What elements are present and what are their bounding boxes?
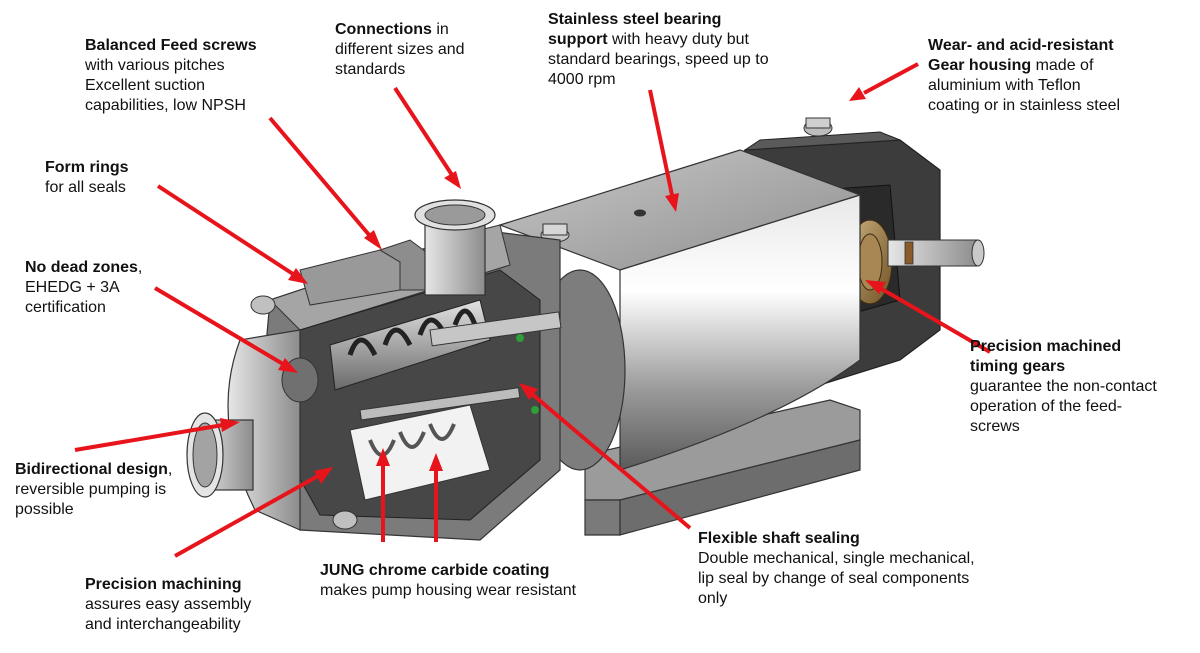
label-balanced-feed-screws: Balanced Feed screws with various pitche… (85, 36, 257, 116)
label-line: operation of the feed- (970, 398, 1123, 415)
label-no-dead-zones: No dead zones, EHEDG + 3A certification (25, 258, 142, 318)
arrow-jung-coating-1 (376, 448, 390, 542)
label-title: JUNG chrome carbide coating (320, 562, 550, 579)
label-jung-coating: JUNG chrome carbide coating makes pump h… (320, 561, 576, 601)
label-title: Flexible shaft sealing (698, 530, 860, 547)
label-line: assures easy assembly (85, 596, 252, 613)
label-title: Wear- and acid-resistant (928, 37, 1114, 54)
label-line: standards (335, 61, 406, 78)
label-title: No dead zones (25, 259, 138, 276)
arrow-balanced-screws (268, 116, 382, 250)
label-title: Form rings (45, 159, 129, 176)
label-line: EHEDG + 3A (25, 279, 120, 296)
label-line: only (698, 590, 728, 607)
label-title: Bidirectional design (15, 461, 168, 478)
label-line: certification (25, 299, 106, 316)
arrow-shaft-sealing (519, 383, 692, 530)
label-title-suffix: with heavy duty but (607, 31, 749, 48)
label-bidirectional: Bidirectional design, reversible pumping… (15, 460, 172, 520)
connection-port (414, 199, 496, 296)
label-line: standard bearings, speed up to (548, 51, 769, 68)
label-title: Gear housing (928, 57, 1032, 74)
label-gear-housing: Wear- and acid-resistant Gear housing ma… (928, 36, 1120, 116)
label-flexible-shaft-sealing: Flexible shaft sealing Double mechanical… (698, 529, 975, 609)
label-title-suffix: , (137, 259, 143, 276)
label-precision-machining: Precision machining assures easy assembl… (85, 575, 251, 635)
label-title-suffix: , (167, 461, 173, 478)
label-line: guarantee the non-contact (970, 378, 1157, 395)
arrow-connections (393, 86, 461, 189)
arrow-bearing-support (648, 89, 679, 212)
label-line: with various pitches (85, 57, 225, 74)
label-line: possible (15, 501, 74, 518)
label-line: reversible pumping is (15, 481, 167, 498)
feed-screw-upper (329, 299, 491, 391)
label-title: Stainless steel bearing (548, 11, 722, 28)
label-title: Precision machining (85, 576, 242, 593)
label-line: aluminium with Teflon (928, 77, 1081, 94)
label-title-suffix: in (431, 21, 449, 38)
label-title: Balanced Feed screws (85, 37, 257, 54)
label-timing-gears: Precision machined timing gears guarante… (970, 337, 1157, 437)
arrow-form-rings (156, 184, 308, 284)
label-bearing-support: Stainless steel bearing support with hea… (548, 10, 769, 90)
arrow-jung-coating-2 (429, 453, 443, 542)
arrow-dead-zones (153, 286, 298, 373)
label-line: coating or in stainless steel (928, 97, 1121, 114)
label-title: timing gears (970, 358, 1066, 375)
label-line: Double mechanical, single mechanical, (698, 550, 975, 567)
label-title: support (548, 31, 608, 48)
label-line: screws (970, 418, 1020, 435)
label-line: and interchangeability (85, 616, 241, 633)
label-line: capabilities, low NPSH (85, 97, 246, 114)
arrow-timing-gears (865, 280, 992, 354)
base-bracket (584, 399, 861, 536)
inlet-pipe (186, 412, 254, 498)
label-title-suffix: made of (1031, 57, 1094, 74)
label-line: 4000 rpm (548, 71, 616, 88)
label-form-rings: Form rings for all seals (45, 158, 129, 198)
label-line: Excellent suction (85, 77, 206, 94)
callout-arrows (74, 62, 992, 558)
arrow-precision-machining (174, 467, 333, 558)
label-title: Connections (335, 21, 432, 38)
label-line: lip seal by change of seal components (698, 570, 970, 587)
arrow-bidirectional (74, 418, 240, 452)
label-line: different sizes and (335, 41, 465, 58)
arrow-gear-housing (849, 62, 919, 101)
label-title: Precision machined (970, 338, 1122, 355)
label-line: makes pump housing wear resistant (320, 582, 577, 599)
label-connections: Connections in different sizes and stand… (335, 20, 465, 80)
label-line: for all seals (45, 179, 126, 196)
